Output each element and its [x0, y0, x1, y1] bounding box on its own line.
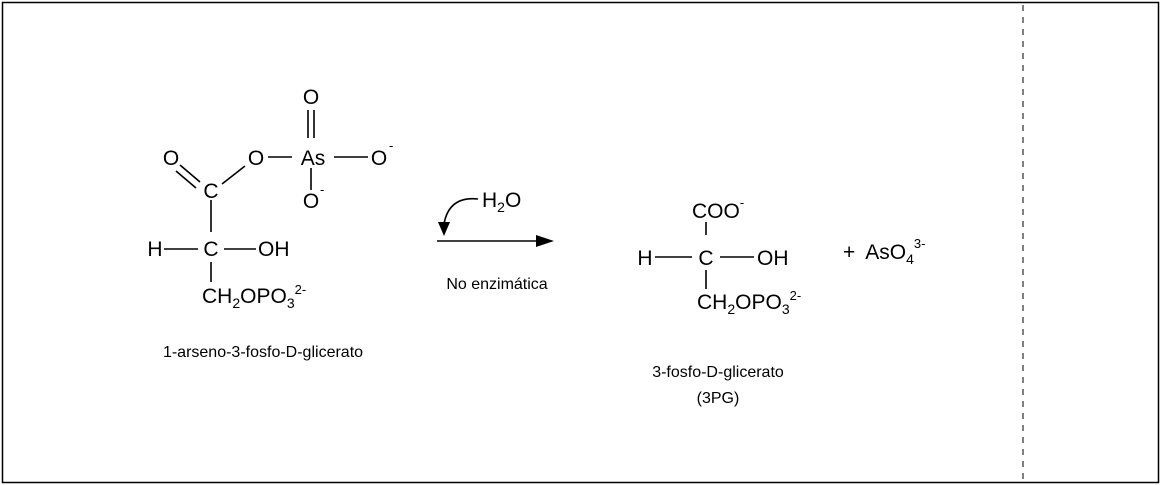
curved-arrow-head: [438, 222, 450, 236]
charge-o-right: -: [389, 138, 393, 153]
atom-h-product: H: [637, 247, 652, 270]
atom-c1: C: [203, 180, 218, 203]
reaction-arrow: [437, 197, 554, 247]
atom-o-top: O: [303, 86, 319, 109]
group-ch2opo3: CH2OPO32-: [202, 282, 306, 311]
byproduct-arsenate: +AsO43-: [843, 236, 925, 267]
product-structure: COO- H C OH CH2OPO32-: [637, 195, 801, 317]
atom-c2: C: [203, 238, 218, 261]
atom-c-product: C: [698, 247, 713, 270]
reagent-water: H2O: [482, 189, 521, 215]
atom-oh: OH: [258, 238, 290, 261]
group-ch2opo3-product: CH2OPO32-: [697, 288, 801, 317]
reaction-condition: No enzimática: [446, 276, 547, 293]
atom-oh-product: OH: [757, 247, 789, 270]
reactant-structure: O O O As O - O - C H C OH CH2OPO32-: [147, 86, 393, 311]
group-coo: COO-: [692, 195, 744, 223]
product-abbreviation: (3PG): [697, 390, 740, 407]
main-arrow-head: [536, 235, 554, 247]
atom-o-right: O: [371, 147, 387, 170]
product-name: 3-fosfo-D-glicerato: [652, 364, 784, 381]
atom-o-bottom: O: [303, 190, 319, 213]
bond-c1-o-double-b: [175, 170, 197, 189]
atom-o-carbonyl: O: [163, 147, 179, 170]
bond-c1-o-double-a: [179, 164, 201, 183]
charge-o-bottom: -: [320, 182, 324, 197]
atom-as: As: [301, 147, 326, 170]
bond-c1-o-ester: [221, 165, 246, 185]
reactant-name: 1-arseno-3-fosfo-D-glicerato: [163, 344, 363, 361]
atom-o-ester: O: [248, 147, 264, 170]
water-curved-arrow: [443, 197, 479, 225]
atom-h: H: [147, 238, 162, 261]
